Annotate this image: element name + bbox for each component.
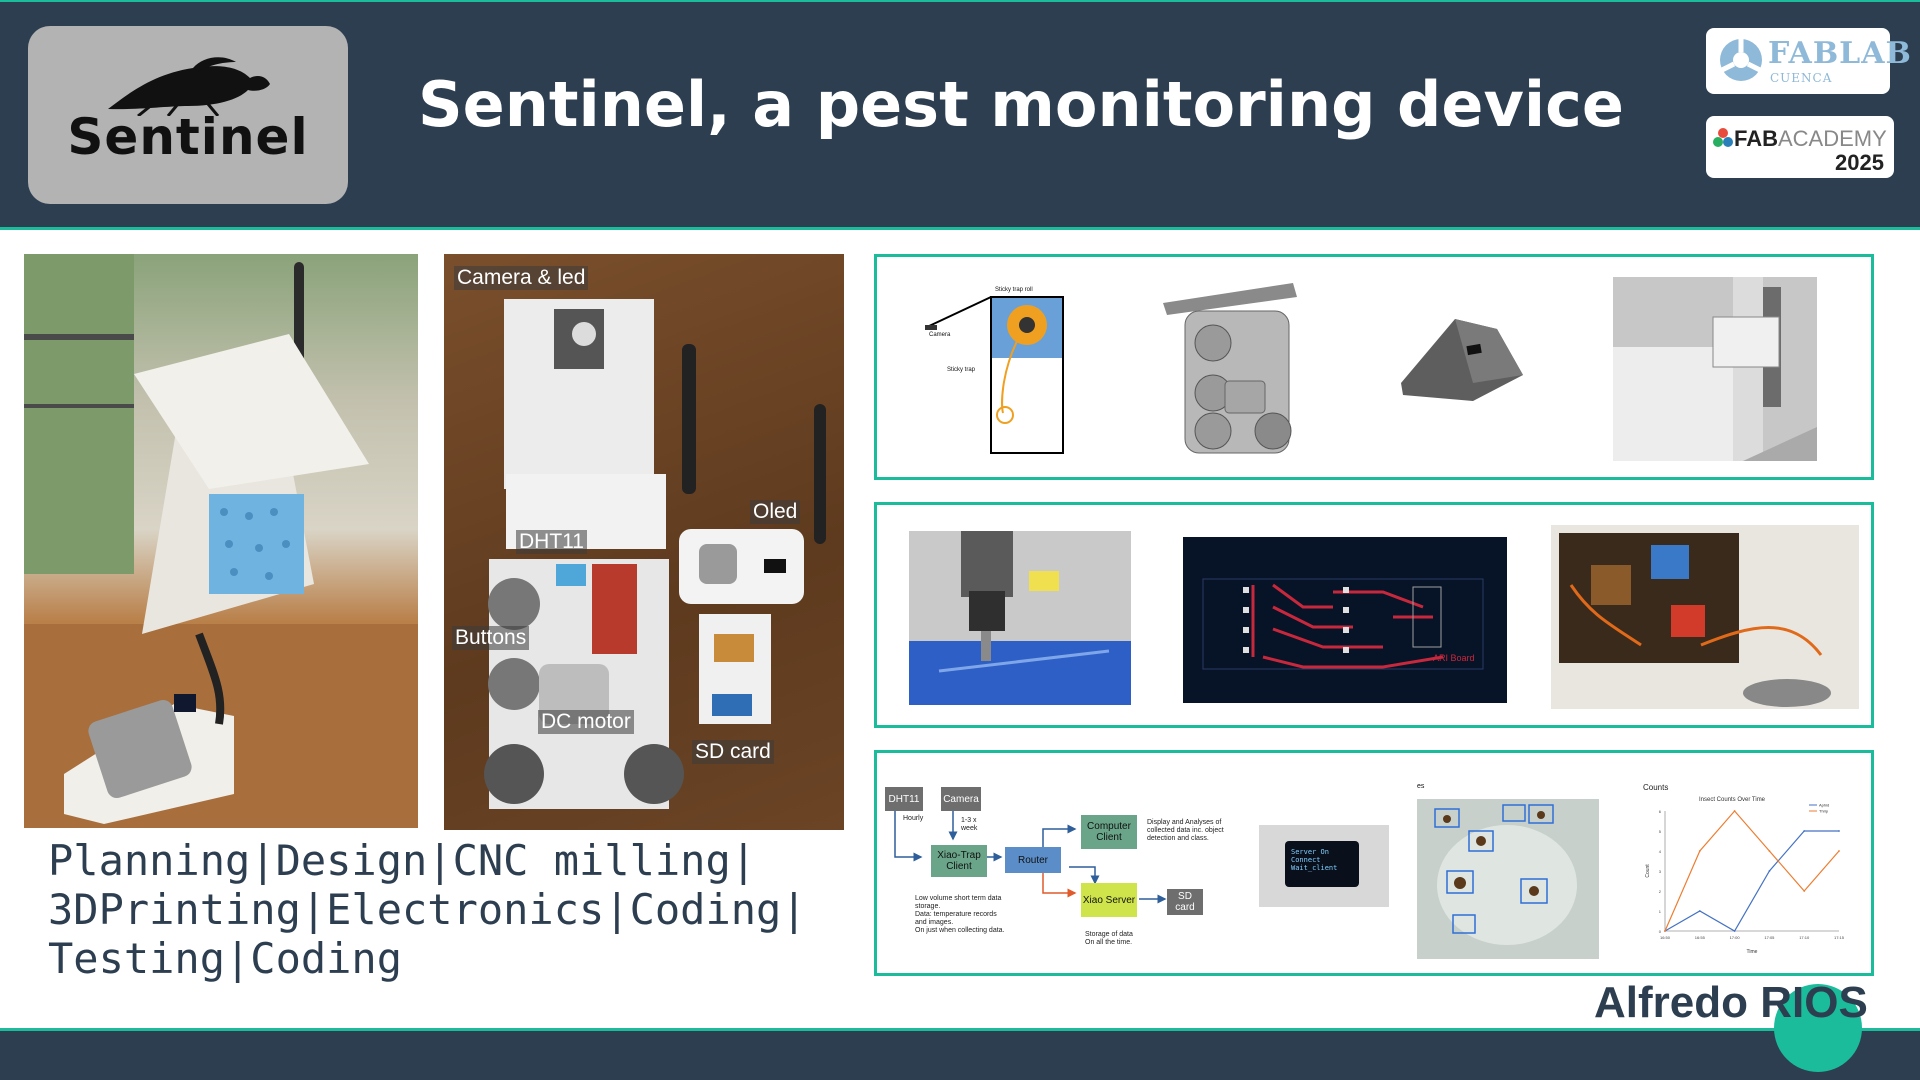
flow-box-sd: SD card <box>1167 889 1203 915</box>
detection-photo <box>1417 799 1599 959</box>
sketch-label-top: Sticky trap roll <box>995 287 1033 293</box>
chart-series-line-thrip <box>1664 810 1840 932</box>
chart-point <box>1803 890 1806 892</box>
flow-note-week: 1-3 x week <box>961 817 978 832</box>
trap-sketch <box>925 296 1064 454</box>
components-illustration <box>484 299 826 809</box>
design-panel: Sticky trap roll Camera Sticky trap <box>874 254 1874 480</box>
label-dht11: DHT11 <box>516 530 587 554</box>
flow-box-computer: Computer Client <box>1081 815 1137 849</box>
chart-x-tick-label: 16:50 <box>1660 935 1671 940</box>
chart-legend-label: Thrip <box>1819 809 1829 814</box>
chart-y-tick-label: 3 <box>1659 869 1662 874</box>
chart-point <box>1733 810 1736 812</box>
label-oled: Oled <box>750 500 801 524</box>
label-buttons: Buttons <box>452 626 530 650</box>
fab-academy-badge: FABACADEMY 2025 <box>1706 116 1894 178</box>
skills-line: 3DPrinting|Electronics|Coding| <box>48 885 807 934</box>
cad-button-box <box>1401 319 1523 401</box>
chart-point <box>1768 850 1771 852</box>
chart-y-tick-label: 1 <box>1659 909 1662 914</box>
author-name: Alfredo RIOS <box>1594 978 1868 1027</box>
chart-y-tick-label: 5 <box>1659 829 1662 834</box>
fab-academy-name: FABACADEMY <box>1734 126 1887 152</box>
chart-x-label: Time <box>1747 949 1758 955</box>
label-dc-motor: DC motor <box>538 710 634 734</box>
label-camera-led: Camera & led <box>454 266 589 290</box>
fabrication-panel: ARI Board <box>874 502 1874 728</box>
fablab-sub: CUENCA <box>1770 71 1833 85</box>
fablab-name: FABLAB <box>1768 36 1912 71</box>
chart-corner-label: Counts <box>1643 783 1669 792</box>
chart-y-tick-label: 0 <box>1659 929 1662 934</box>
chart-series-line-aphid <box>1664 830 1839 932</box>
fablab-cuenca-badge: FABLAB CUENCA <box>1706 28 1911 94</box>
chart-y-tick-label: 6 <box>1659 809 1662 814</box>
pcb-traces <box>1202 578 1484 670</box>
pcb-title: ARI Board <box>1433 653 1475 663</box>
chart-point <box>1838 850 1840 852</box>
label-sd-card: SD card <box>692 740 774 764</box>
flow-box-xiao-trap: Xiao-Trap Client <box>931 845 987 877</box>
oled-text: Server On Connect Wait_client <box>1291 848 1338 872</box>
flow-box-dht11: DHT11 <box>885 787 923 811</box>
cad-enclosure <box>1163 283 1297 454</box>
fab-academy-logo-icon <box>1713 128 1733 147</box>
chart-point <box>1768 870 1771 872</box>
chart-y-tick-label: 4 <box>1659 849 1662 854</box>
skills-text: Planning|Design|CNC milling| 3DPrinting|… <box>48 836 848 983</box>
electronics-photo <box>1551 525 1859 709</box>
sketch-label-sticky: Sticky trap <box>947 367 976 373</box>
chart-x-tick-label: 16:55 <box>1695 935 1706 940</box>
insect-chart: Counts Insect Counts Over Time 0 1 2 3 4 5 6 16… <box>1639 781 1859 967</box>
sentinel-logo: Sentinel <box>28 26 348 204</box>
fab-academy-year: 2025 <box>1835 150 1884 175</box>
chart-point <box>1803 830 1806 832</box>
oled-photo: Server On Connect Wait_client <box>1259 825 1389 907</box>
system-panel: DHT11 Camera Hourly 1-3 x week Xiao-Trap… <box>874 750 1874 976</box>
chart-point <box>1698 910 1701 912</box>
decorative-circle <box>1774 984 1862 1072</box>
flow-note-hourly: Hourly <box>903 815 924 822</box>
fab-academy-name-light: ACADEMY <box>1778 126 1887 151</box>
flow-box-camera: Camera <box>941 787 981 811</box>
footer-bar <box>0 1028 1920 1080</box>
chart-x-tick-label: 17:15 <box>1834 935 1845 940</box>
detection-tag: es <box>1417 783 1425 790</box>
flow-box-xiao-server: Xiao Server <box>1081 883 1137 917</box>
chart-point <box>1733 930 1736 932</box>
chart-legend-label: Aphid <box>1819 803 1829 808</box>
chart-point <box>1698 850 1701 852</box>
flow-note-computer: Display and Analyses of collected data i… <box>1147 819 1224 842</box>
page-title: Sentinel, a pest monitoring device <box>418 68 1624 141</box>
skills-line: Testing|Coding <box>48 934 403 983</box>
chart-x-tick-label: 17:00 <box>1730 935 1741 940</box>
device-illustration <box>24 254 418 828</box>
flow-note-left: Low volume short term data storage. Data… <box>915 895 1005 934</box>
oled-screen: Server On Connect Wait_client <box>1285 841 1359 887</box>
components-photo: Camera & led Oled DHT11 Buttons DC motor… <box>444 254 844 830</box>
fablab-logo-icon <box>1720 39 1762 81</box>
sketch-label-camera: Camera <box>929 332 951 338</box>
pcb-layout: ARI Board <box>1183 537 1507 703</box>
chart-y-label: Count <box>1645 864 1651 878</box>
insect-logo-icon <box>108 57 270 116</box>
device-photo <box>24 254 418 828</box>
flow-note-server: Storage of data On all the time. <box>1085 931 1133 946</box>
chart-x-tick-label: 17:10 <box>1799 935 1810 940</box>
chart-x-tick-label: 17:05 <box>1764 935 1775 940</box>
chart-point <box>1664 930 1666 932</box>
logo-text: Sentinel <box>67 108 309 166</box>
chart-y-tick-label: 2 <box>1659 889 1662 894</box>
fab-academy-name-bold: FAB <box>1734 126 1778 151</box>
chart-plot: 0 1 2 3 4 5 6 16:50 16:55 17:00 17:05 17:10 17:15Tim… <box>1645 803 1845 956</box>
flow-box-router: Router <box>1005 847 1061 873</box>
cnc-milling-photo <box>909 531 1131 705</box>
print-photo <box>1613 277 1817 461</box>
flow-arrows <box>894 811 1167 904</box>
skills-line: Planning|Design|CNC milling| <box>48 836 757 885</box>
chart-point <box>1838 830 1840 832</box>
chart-title: Insect Counts Over Time <box>1699 797 1766 803</box>
